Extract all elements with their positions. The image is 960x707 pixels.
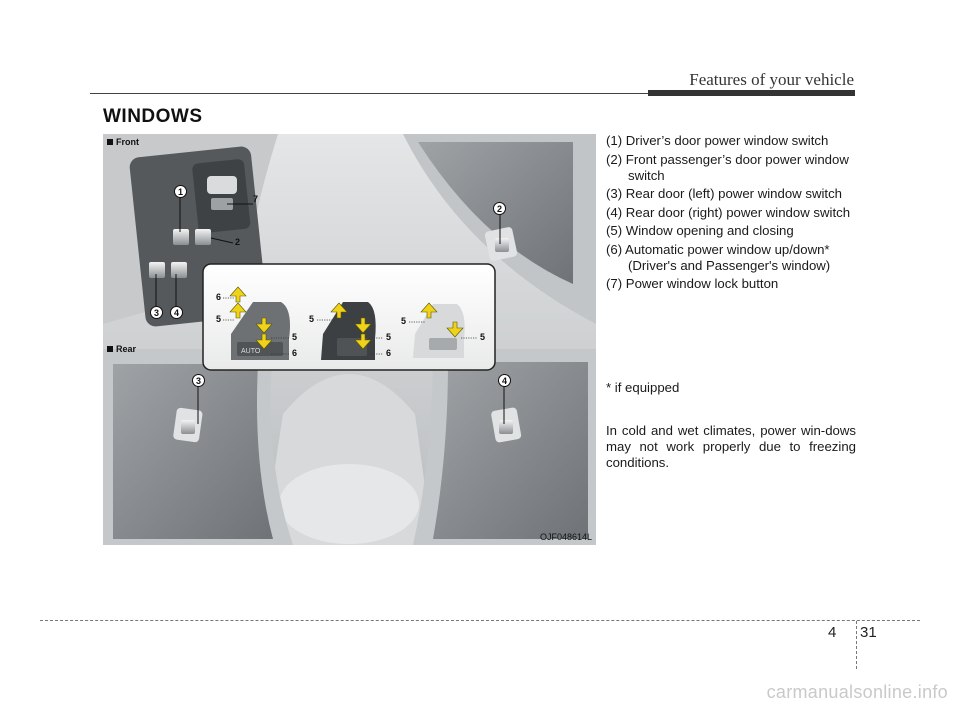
inset-num-5f: 5: [480, 332, 486, 342]
callout-3-front: 3: [150, 306, 163, 319]
front-label-bullet: [107, 139, 113, 145]
legend-item-5: (5) Window opening and closing: [606, 223, 794, 238]
footer-rule: [40, 620, 920, 621]
header-rule: [90, 93, 855, 94]
rear-label-bullet: [107, 346, 113, 352]
inset-num-5e: 5: [401, 316, 407, 326]
inset-num-6b: 6: [292, 348, 298, 358]
watermark: carmanualsonline.info: [766, 682, 948, 702]
car-interior-drawing: AUTO: [103, 134, 596, 545]
callout-7: 7: [253, 194, 259, 204]
callout-4-rear: 4: [498, 374, 511, 387]
front-label-text: Front: [116, 137, 139, 147]
chapter-number: 4: [828, 624, 837, 641]
legend-item-2: (2) Front passenger’s door power window …: [606, 151, 849, 183]
callout-2-driver: 2: [235, 237, 241, 247]
rear-label: Rear: [107, 344, 136, 354]
inset-num-5b: 5: [292, 332, 298, 342]
legend-list: (1) Driver’s door power window switch (2…: [606, 133, 858, 295]
legend-item-6: (6) Automatic power window up/down* (Dri…: [606, 241, 831, 273]
window-switch-illustration: AUTO Fro: [103, 134, 596, 545]
legend-item-3: (3) Rear door (left) power window switch: [606, 186, 842, 201]
inset-num-5a: 5: [216, 314, 222, 324]
section-title: WINDOWS: [103, 106, 203, 127]
figure-code: OJF048614L: [539, 532, 592, 542]
callout-2-front: 2: [493, 202, 506, 215]
inset-num-5d: 5: [386, 332, 392, 342]
front-label: Front: [107, 137, 139, 147]
footnote: * if equipped: [606, 380, 680, 395]
footer-divider: [856, 621, 857, 669]
legend-item-1: (1) Driver’s door power window switch: [606, 133, 829, 148]
legend-item-7: (7) Power window lock button: [606, 276, 779, 291]
header-bar: [648, 90, 855, 96]
callout-4-front: 4: [170, 306, 183, 319]
running-header: Features of your vehicle: [689, 70, 854, 89]
inset-num-6c: 6: [386, 348, 392, 358]
rear-label-text: Rear: [116, 344, 137, 354]
auto-switch-text: AUTO: [241, 348, 261, 355]
inset-num-5c: 5: [309, 314, 315, 324]
page-number: 31: [860, 624, 877, 641]
callout-3-rear: 3: [192, 374, 205, 387]
inset-num-6a: 6: [216, 292, 222, 302]
legend-item-4: (4) Rear door (right) power window switc…: [606, 204, 851, 220]
cold-climate-note: In cold and wet climates, power win-dows…: [606, 423, 856, 470]
callout-1: 1: [174, 185, 187, 198]
